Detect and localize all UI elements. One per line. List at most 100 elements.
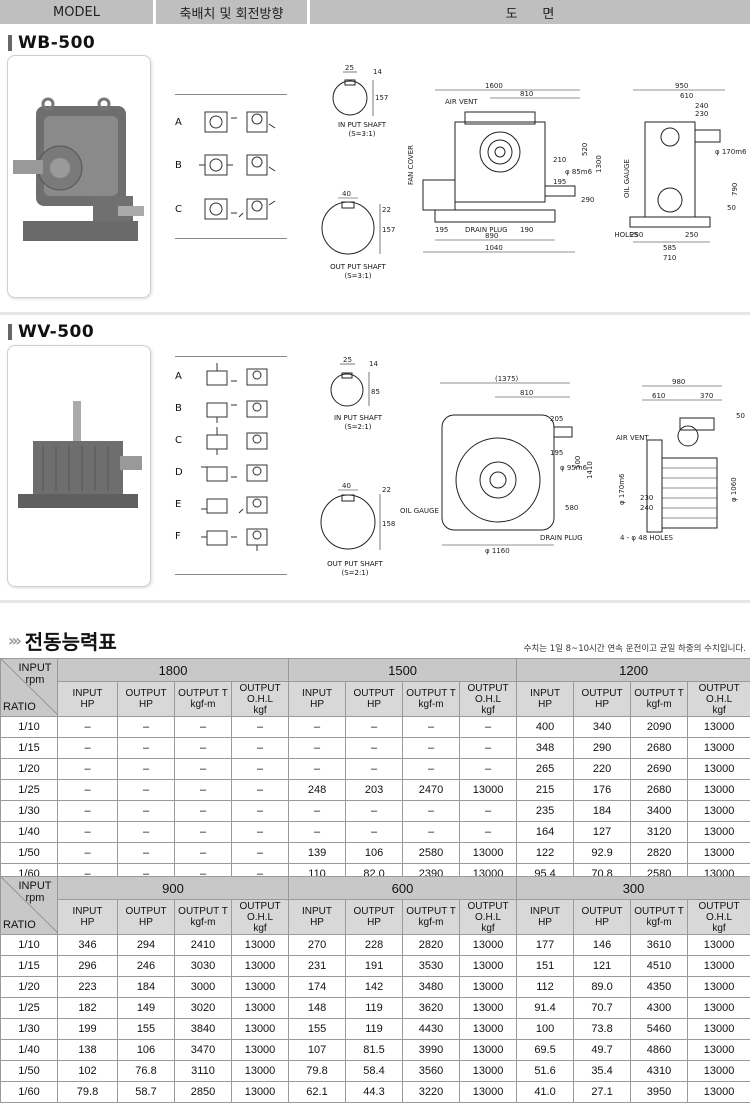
column-header-name: INPUT	[58, 688, 117, 699]
value-cell: 41.0	[517, 1082, 574, 1103]
ratio-cell: 1/10	[1, 935, 58, 956]
value-cell: 5460	[631, 1019, 688, 1040]
value-cell: 296	[58, 956, 118, 977]
drain-plug-label: DRAIN PLUG	[540, 534, 583, 542]
value-cell: 290	[574, 738, 631, 759]
gearbox-rotation-icon	[197, 457, 277, 487]
value-cell: 174	[289, 977, 346, 998]
value-cell: –	[232, 843, 289, 864]
value-cell: –	[175, 780, 232, 801]
gearbox-rotation-icon	[197, 106, 277, 138]
value-cell: –	[289, 759, 346, 780]
dim-label: 158	[382, 520, 395, 528]
value-cell: –	[175, 738, 232, 759]
dim-label: 890	[485, 232, 498, 240]
value-cell: 231	[289, 956, 346, 977]
value-cell: –	[232, 759, 289, 780]
value-cell: 176	[574, 780, 631, 801]
value-cell: 142	[346, 977, 403, 998]
column-header-name: OUTPUT T	[403, 688, 459, 699]
title-bar-marker	[8, 324, 12, 340]
corner-input-rpm-label: INPUT rpm	[13, 880, 57, 904]
rpm-group-header: 900	[58, 877, 289, 900]
column-header-unit: HP	[289, 917, 345, 928]
dim-label: φ 1060	[730, 477, 738, 502]
rotation-letter: B	[175, 160, 185, 171]
dim-label: (1375)	[495, 375, 519, 383]
value-cell: 13000	[232, 956, 289, 977]
shaft-dia-label: φ 170m6	[618, 473, 626, 505]
value-cell: 248	[289, 780, 346, 801]
value-cell: –	[118, 717, 175, 738]
wv-output-shaft-diagram: 40 22 158	[318, 480, 398, 558]
wv-gearbox-image	[8, 346, 150, 586]
wv-rotation-b: B	[175, 393, 277, 423]
dim-label: 40	[342, 190, 351, 198]
value-cell: 13000	[460, 1061, 517, 1082]
value-cell: –	[403, 822, 460, 843]
dim-label: 22	[382, 206, 391, 214]
value-cell: 119	[346, 1019, 403, 1040]
value-cell: 13000	[688, 780, 750, 801]
gearbox-rotation-icon	[197, 149, 277, 181]
value-cell: 13000	[688, 935, 750, 956]
value-cell: 13000	[688, 717, 750, 738]
value-cell: 2680	[631, 780, 688, 801]
value-cell: –	[232, 822, 289, 843]
dim-label: 195	[553, 178, 566, 186]
wb-product-photo	[7, 55, 151, 298]
value-cell: –	[58, 780, 118, 801]
column-header-unit: HP	[517, 917, 573, 928]
value-cell: 3120	[631, 822, 688, 843]
dim-label: 240	[640, 504, 653, 512]
wb-title: WB-500	[18, 33, 95, 53]
shaft-label: IN PUT SHAFT	[322, 121, 402, 130]
dim-label: 250	[630, 231, 643, 239]
value-cell: 2850	[175, 1082, 232, 1103]
column-header-unit: HP	[118, 917, 174, 928]
value-cell: 58.7	[118, 1082, 175, 1103]
shaft-label: OUT PUT SHAFT	[315, 560, 395, 569]
value-cell: 138	[58, 1040, 118, 1061]
value-cell: 2410	[175, 935, 232, 956]
header-drawing: 도 면	[310, 0, 750, 24]
rotation-letter: E	[175, 499, 185, 510]
value-cell: 146	[574, 935, 631, 956]
value-cell: 13000	[688, 801, 750, 822]
value-cell: 246	[118, 956, 175, 977]
value-cell: 62.1	[289, 1082, 346, 1103]
value-cell: 13000	[232, 1082, 289, 1103]
value-cell: 235	[517, 801, 574, 822]
value-cell: 4350	[631, 977, 688, 998]
column-header-name: INPUT	[289, 906, 345, 917]
dim-label: 195	[435, 226, 448, 234]
ratio-cell: 1/40	[1, 822, 58, 843]
header-rotation: 축배치 및 회전방향	[156, 0, 307, 24]
value-cell: 3020	[175, 998, 232, 1019]
ratio-cell: 1/40	[1, 1040, 58, 1061]
wv-front-view-drawing: (1375) 810 205 195 φ 95m6 500 1410 580 O…	[400, 375, 615, 555]
column-header-unit: kgf-m	[631, 699, 687, 710]
ratio-cell: 1/50	[1, 843, 58, 864]
column-header-unit: kgf	[232, 705, 288, 716]
section-divider	[0, 312, 750, 315]
value-cell: –	[58, 843, 118, 864]
wv-output-shaft-caption: OUT PUT SHAFT (S=2:1)	[315, 560, 395, 578]
column-header-unit: HP	[574, 699, 630, 710]
value-cell: 3620	[403, 998, 460, 1019]
column-header-name: INPUT	[517, 688, 573, 699]
value-cell: 3950	[631, 1082, 688, 1103]
value-cell: 13000	[232, 1019, 289, 1040]
wv-rotation-d: D	[175, 457, 277, 487]
value-cell: –	[460, 717, 517, 738]
column-header-unit: kgf-m	[403, 917, 459, 928]
value-cell: –	[346, 759, 403, 780]
value-cell: –	[58, 717, 118, 738]
